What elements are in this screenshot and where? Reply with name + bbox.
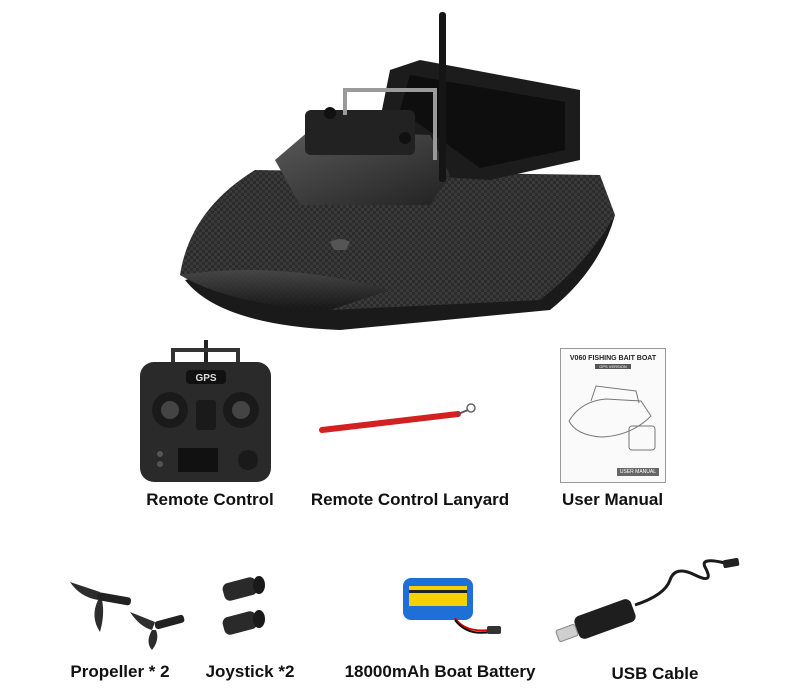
remote-control-image: GPS [138,340,273,485]
battery-image [395,568,505,643]
user-manual-label: User Manual [561,490,664,509]
manual-cover-title: V060 FISHING BAIT BOAT [569,355,657,362]
usb-cable-image [555,555,745,655]
lanyard-label: Remote Control Lanyard [310,490,510,509]
bait-boat-image [160,10,630,340]
battery-label: 18000mAh Boat Battery [344,662,536,681]
manual-cover-subtitle: GPS VERSION [595,364,631,369]
remote-control-label: Remote Control [146,490,274,509]
joystick-image [215,572,275,642]
manual-cover-footer: USER MANUAL [616,468,659,476]
lanyard-image [318,400,478,440]
joystick-label: Joystick *2 [205,662,295,681]
remote-gps-text: GPS [195,373,216,384]
usb-cable-label: USB Cable [611,664,699,683]
propeller-image [60,572,190,652]
user-manual-image: V060 FISHING BAIT BOAT GPS VERSION USER … [560,348,666,483]
propeller-label: Propeller * 2 [70,662,170,681]
